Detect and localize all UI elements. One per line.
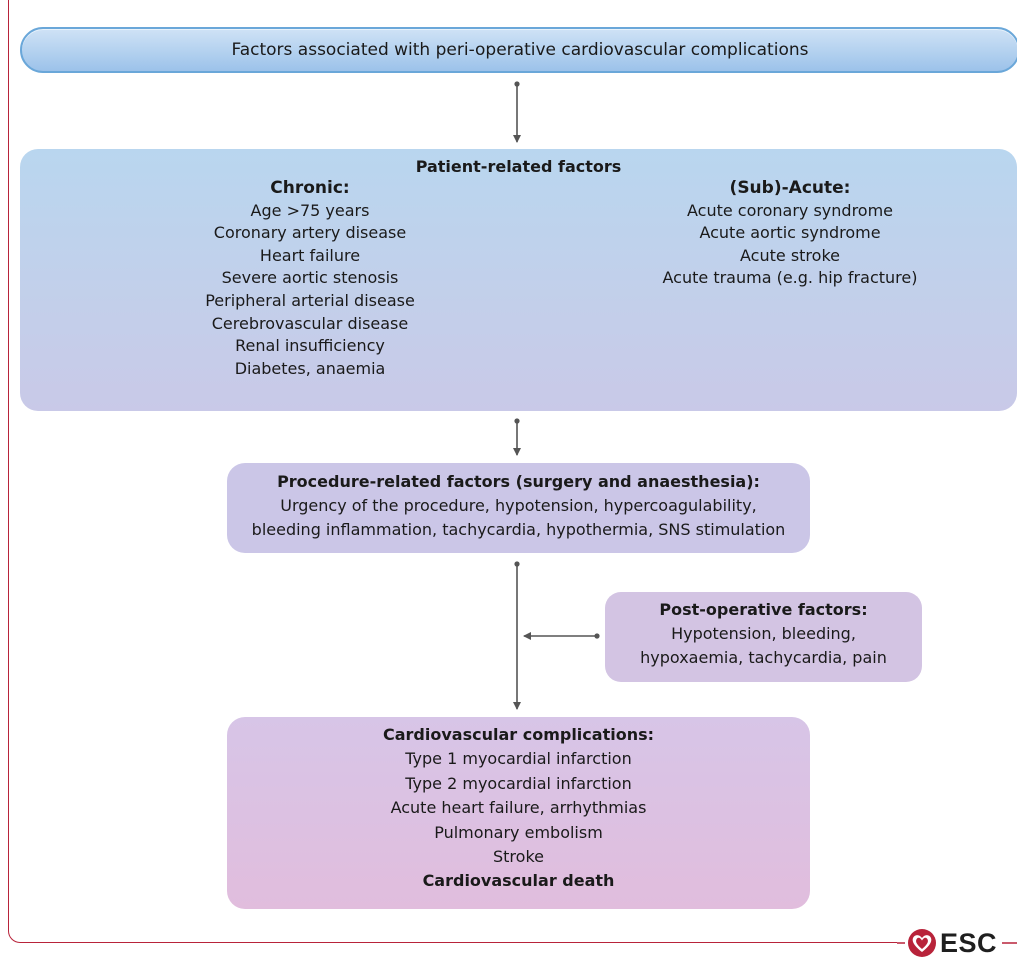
- arrow-title-to-patient: [513, 81, 521, 143]
- chronic-item: Peripheral arterial disease: [205, 290, 415, 310]
- post-operative-title: Post-operative factors:: [659, 600, 868, 619]
- procedure-line: bleeding inflammation, tachycardia, hypo…: [251, 520, 786, 539]
- heart-icon: [908, 929, 936, 957]
- complication-item: Acute heart failure, arrhythmias: [390, 798, 647, 818]
- procedure-line: Urgency of the procedure, hypotension, h…: [280, 496, 757, 515]
- post-operative-factors-box: Post-operative factors: Hypotension, ble…: [605, 592, 922, 682]
- chronic-item: Renal insufficiency: [235, 336, 385, 356]
- acute-item: Acute aortic syndrome: [699, 223, 881, 243]
- post-operative-line: hypoxaemia, tachycardia, pain: [640, 648, 887, 667]
- complications-box: Cardiovascular complications: Type 1 myo…: [227, 717, 810, 909]
- esc-logo: ESC: [897, 928, 1017, 958]
- acute-column: (Sub)-Acute: Acute coronary syndrome Acu…: [580, 177, 1000, 290]
- complications-title: Cardiovascular complications:: [382, 725, 654, 744]
- complication-item: Pulmonary embolism: [434, 822, 603, 842]
- chronic-item: Age >75 years: [250, 200, 370, 220]
- chronic-column: Chronic: Age >75 years Coronary artery d…: [110, 177, 510, 380]
- acute-item: Acute stroke: [740, 245, 840, 265]
- procedure-factors-box: Procedure-related factors (surgery and a…: [227, 463, 810, 553]
- post-operative-line: Hypotension, bleeding,: [671, 624, 856, 643]
- figure-frame: [8, 0, 1017, 943]
- complication-item: Type 2 myocardial infarction: [405, 773, 632, 793]
- chronic-heading: Chronic:: [270, 178, 350, 198]
- complication-final: Cardiovascular death: [422, 871, 615, 891]
- chronic-item: Diabetes, anaemia: [234, 358, 386, 378]
- patient-factors-title: Patient-related factors: [415, 157, 622, 176]
- complication-item: Stroke: [493, 847, 544, 867]
- title-box: Factors associated with peri-operative c…: [20, 27, 1017, 73]
- complication-item: Type 1 myocardial infarction: [405, 749, 632, 769]
- title-text: Factors associated with peri-operative c…: [231, 40, 809, 60]
- acute-heading: (Sub)-Acute:: [729, 178, 851, 198]
- acute-item: Acute trauma (e.g. hip fracture): [662, 268, 918, 288]
- chronic-item: Coronary artery disease: [213, 223, 407, 243]
- acute-item: Acute coronary syndrome: [686, 200, 894, 220]
- esc-logo-text: ESC: [940, 928, 998, 958]
- arrow-procedure-to-complications: [513, 561, 521, 710]
- arrow-post-operative-to-line: [523, 632, 600, 640]
- patient-factors-box: Patient-related factors Chronic: Age >75…: [20, 149, 1017, 411]
- procedure-factors-title: Procedure-related factors (surgery and a…: [277, 472, 760, 491]
- chronic-item: Severe aortic stenosis: [221, 268, 399, 288]
- arrow-patient-to-procedure: [513, 418, 521, 456]
- chronic-item: Heart failure: [259, 245, 361, 265]
- chronic-item: Cerebrovascular disease: [211, 313, 409, 333]
